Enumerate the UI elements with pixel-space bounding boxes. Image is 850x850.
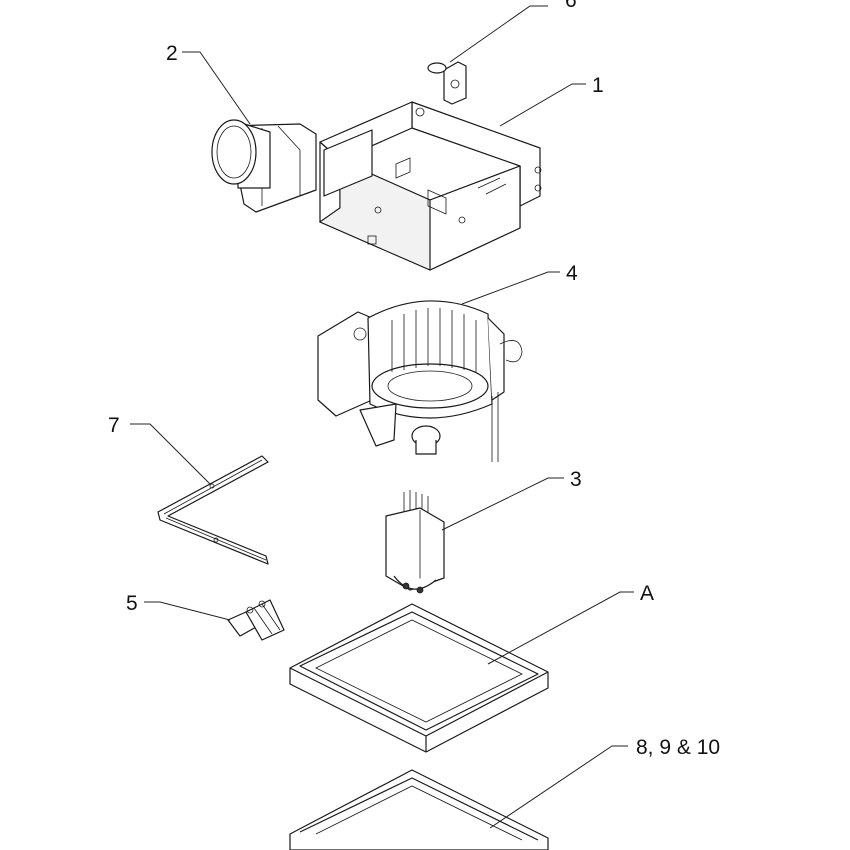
svg-text:5: 5 — [126, 592, 138, 615]
callout-3: 3 — [441, 468, 582, 531]
blower-assembly-part — [317, 300, 523, 462]
callout-5: 5 — [126, 592, 231, 621]
svg-text:4: 4 — [566, 262, 578, 285]
callout-6: 6 — [449, 0, 577, 63]
mounting-bracket-part — [157, 455, 269, 565]
callout-1: 1 — [499, 74, 604, 127]
grille-a-part — [289, 603, 549, 753]
callout-8-9-10: 8, 9 & 10 — [489, 736, 720, 829]
housing-part — [318, 101, 542, 271]
motor-part — [385, 490, 445, 594]
hanger-bracket-part — [427, 61, 467, 105]
duct-connector-part — [211, 119, 317, 213]
svg-text:7: 7 — [108, 414, 120, 437]
svg-text:3: 3 — [570, 468, 582, 491]
svg-text:A: A — [640, 582, 654, 605]
svg-text:1: 1 — [592, 74, 604, 97]
callout-7: 7 — [108, 414, 211, 485]
callout-2: 2 — [166, 42, 251, 125]
mounting-hardware-part — [227, 599, 285, 641]
svg-text:2: 2 — [166, 42, 178, 65]
svg-text:8, 9 & 10: 8, 9 & 10 — [636, 736, 720, 759]
callout-a: A — [487, 582, 654, 665]
grille-lens-part — [289, 769, 549, 850]
svg-text:6: 6 — [565, 0, 577, 12]
callout-4: 4 — [461, 262, 578, 305]
